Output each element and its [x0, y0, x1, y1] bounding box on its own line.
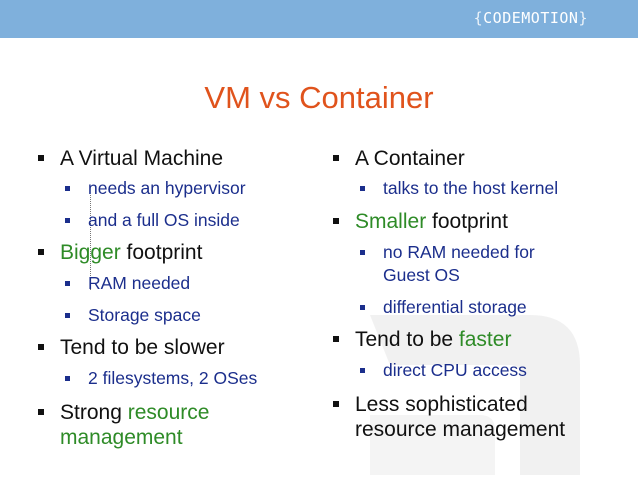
bullet-strong-resource-management: Strong resource management — [36, 400, 260, 450]
sub-bullet-no-ram-guest-os: no RAM needed for Guest OS — [331, 241, 573, 287]
sub-bullet-cpu-access: direct CPU access — [331, 359, 631, 382]
bullet-faster: Tend to be faster — [331, 327, 631, 352]
bullet-square-icon — [333, 155, 339, 161]
dotted-guide-line — [90, 195, 91, 290]
left-column-vm: A Virtual Machine needs an hypervisor an… — [36, 146, 326, 450]
sub-bullet-hypervisor: needs an hypervisor — [36, 177, 326, 200]
bullet-square-icon — [333, 218, 339, 224]
bullet-virtual-machine: A Virtual Machine — [36, 146, 326, 171]
bullet-square-icon — [65, 186, 70, 191]
bullet-square-icon — [360, 368, 365, 373]
bullet-square-icon — [360, 250, 365, 255]
bullet-square-icon — [360, 186, 365, 191]
bullet-square-icon — [333, 401, 339, 407]
sub-bullet-full-os: and a full OS inside — [36, 209, 326, 232]
bullet-square-icon — [65, 218, 70, 223]
sub-bullet-filesystems: 2 filesystems, 2 OSes — [36, 367, 326, 390]
bullet-square-icon — [38, 344, 44, 350]
sub-bullet-storage-space: Storage space — [36, 304, 326, 327]
right-column-container: A Container talks to the host kernel Sma… — [331, 146, 631, 442]
bullet-smaller-footprint: Smaller footprint — [331, 209, 631, 234]
bullet-square-icon — [360, 305, 365, 310]
top-bar: {CODEMOTION} — [0, 0, 638, 38]
slide-title: VM vs Container — [204, 80, 434, 115]
bullet-square-icon — [65, 281, 70, 286]
bullet-square-icon — [333, 336, 339, 342]
watermark-logo-graphic — [370, 315, 580, 475]
sub-bullet-host-kernel: talks to the host kernel — [331, 177, 631, 200]
bullet-square-icon — [38, 155, 44, 161]
bullet-container: A Container — [331, 146, 631, 171]
bullet-square-icon — [65, 313, 70, 318]
sub-bullet-differential-storage: differential storage — [331, 296, 631, 319]
bullet-less-sophisticated: Less sophisticated resource management — [331, 392, 605, 442]
sub-bullet-ram-needed: RAM needed — [36, 272, 326, 295]
codemotion-logo: {CODEMOTION} — [473, 9, 588, 27]
bullet-square-icon — [65, 376, 70, 381]
bullet-slower: Tend to be slower — [36, 335, 326, 360]
bullet-square-icon — [38, 409, 44, 415]
bullet-bigger-footprint: Bigger footprint — [36, 240, 326, 265]
bullet-square-icon — [38, 249, 44, 255]
